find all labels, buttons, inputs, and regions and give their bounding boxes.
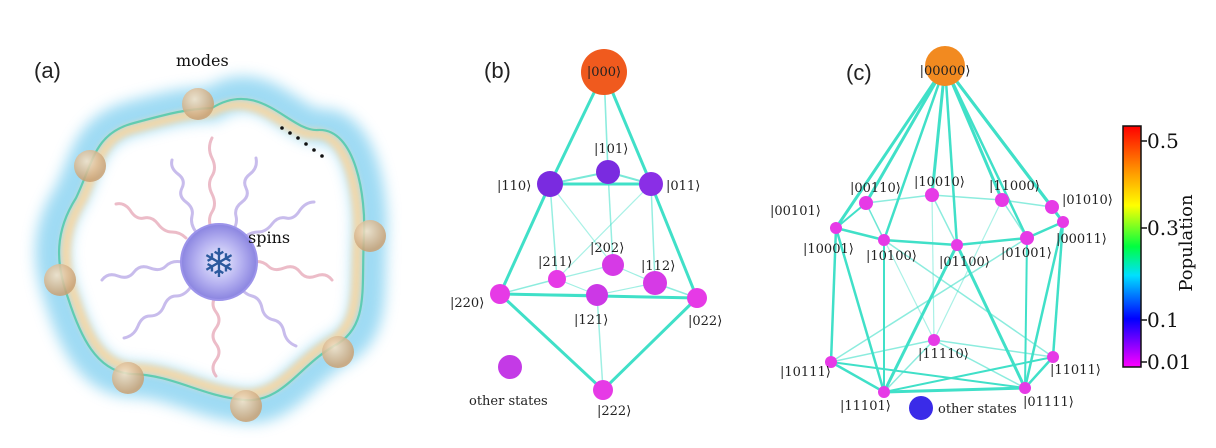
state-label: |000⟩	[587, 65, 621, 80]
state-label: |01111⟩	[1023, 395, 1074, 410]
snowflake-icon: ❄	[202, 241, 236, 287]
ellipsis-dots	[280, 126, 324, 158]
state-node-10111	[825, 356, 837, 368]
state-label: |10001⟩	[803, 242, 854, 257]
state-node-220	[490, 284, 510, 304]
state-label: |01010⟩	[1062, 193, 1113, 208]
state-label: |00110⟩	[850, 181, 901, 196]
state-label: |112⟩	[641, 259, 675, 274]
panel-label-b: (b)	[484, 58, 511, 83]
mode-bead	[182, 88, 214, 120]
state-node-11000	[995, 193, 1009, 207]
state-label: |10100⟩	[866, 249, 917, 264]
state-node-022	[687, 288, 707, 308]
state-node-10001	[878, 234, 890, 246]
state-node-00011	[1057, 216, 1069, 228]
mode-bead	[74, 150, 106, 182]
state-node-11011	[1047, 351, 1059, 363]
state-node-121	[586, 284, 608, 306]
state-node-11110	[928, 334, 940, 346]
panel-c: |00000⟩ |00110⟩ |10010⟩ |11000⟩ |01010⟩ …	[770, 46, 1113, 420]
panel-c-labels: |00000⟩ |00110⟩ |10010⟩ |11000⟩ |01010⟩ …	[770, 64, 1113, 417]
panel-b: |000⟩ |101⟩ |110⟩ |011⟩ |211⟩ |202⟩ |112…	[450, 49, 722, 419]
panel-b-nodes	[490, 49, 707, 400]
panel-label-c: (c)	[846, 60, 872, 85]
state-label: |022⟩	[688, 314, 722, 329]
state-node-01001	[1020, 231, 1034, 245]
state-node-211	[548, 270, 566, 288]
colorbar-tick: 0.01	[1147, 350, 1192, 374]
state-label: |01100⟩	[939, 255, 990, 270]
state-label: |00011⟩	[1056, 232, 1107, 247]
state-node-01111	[1019, 382, 1031, 394]
state-label: |101⟩	[594, 142, 628, 157]
state-label: |211⟩	[538, 255, 572, 270]
mode-beads	[44, 88, 386, 422]
colorbar-tick: 0.5	[1147, 129, 1179, 153]
state-label: |10010⟩	[914, 175, 965, 190]
state-node-112	[643, 271, 667, 295]
state-label: |11101⟩	[840, 399, 891, 414]
coupling-wiggles	[100, 136, 334, 378]
state-node-11101	[878, 386, 890, 398]
panel-b-labels: |000⟩ |101⟩ |110⟩ |011⟩ |211⟩ |202⟩ |112…	[450, 65, 722, 419]
state-label: |10111⟩	[780, 365, 831, 380]
mode-bead	[44, 264, 76, 296]
state-label: |011⟩	[666, 179, 700, 194]
modes-label: modes	[176, 51, 229, 70]
state-node-000	[581, 49, 627, 95]
mode-bead	[322, 336, 354, 368]
colorbar-tick: 0.1	[1147, 308, 1179, 332]
state-node-202	[602, 254, 624, 276]
state-label: |11011⟩	[1050, 363, 1101, 378]
panel-a: ❄ modes spins	[35, 51, 388, 424]
state-label: |220⟩	[450, 296, 484, 311]
state-node-10010	[925, 188, 939, 202]
other-states-node-b	[498, 355, 522, 379]
colorbar-title: Population	[1176, 194, 1197, 292]
spins-label: spins	[248, 228, 290, 247]
mode-bead	[230, 390, 262, 422]
other-states-node-c	[909, 396, 933, 420]
state-node-101	[596, 160, 620, 184]
state-label: |222⟩	[597, 404, 631, 419]
state-node-00110	[859, 196, 873, 210]
state-label: |00101⟩	[770, 204, 821, 219]
spin-ensemble	[180, 223, 258, 301]
mode-bead	[112, 362, 144, 394]
other-states-label-b: other states	[469, 394, 548, 409]
colorbar: 0.5 0.3 0.1 0.01 Population	[1122, 125, 1197, 374]
other-states-label-c: other states	[938, 402, 1017, 417]
panel-label-a: (a)	[34, 58, 61, 83]
colorbar-gradient	[1122, 125, 1142, 368]
panel-c-nodes	[825, 46, 1069, 420]
state-label: |11110⟩	[918, 347, 969, 362]
state-node-011	[639, 172, 663, 196]
state-label: |121⟩	[574, 313, 608, 328]
state-label: |202⟩	[590, 241, 624, 256]
panel-c-edges	[829, 65, 1065, 394]
state-node-00101	[830, 222, 842, 234]
state-label: |11000⟩	[989, 179, 1040, 194]
colorbar-tick: 0.3	[1147, 216, 1179, 240]
state-label: |00000⟩	[920, 64, 971, 79]
state-node-01100	[951, 239, 963, 251]
state-node-222	[593, 380, 613, 400]
mode-bead	[354, 220, 386, 252]
state-label: |01001⟩	[1001, 246, 1052, 261]
state-node-00000	[925, 46, 965, 86]
state-node-110	[537, 171, 563, 197]
state-node-01010	[1045, 200, 1059, 214]
panel-b-edges	[498, 71, 699, 392]
state-label: |110⟩	[497, 179, 531, 194]
